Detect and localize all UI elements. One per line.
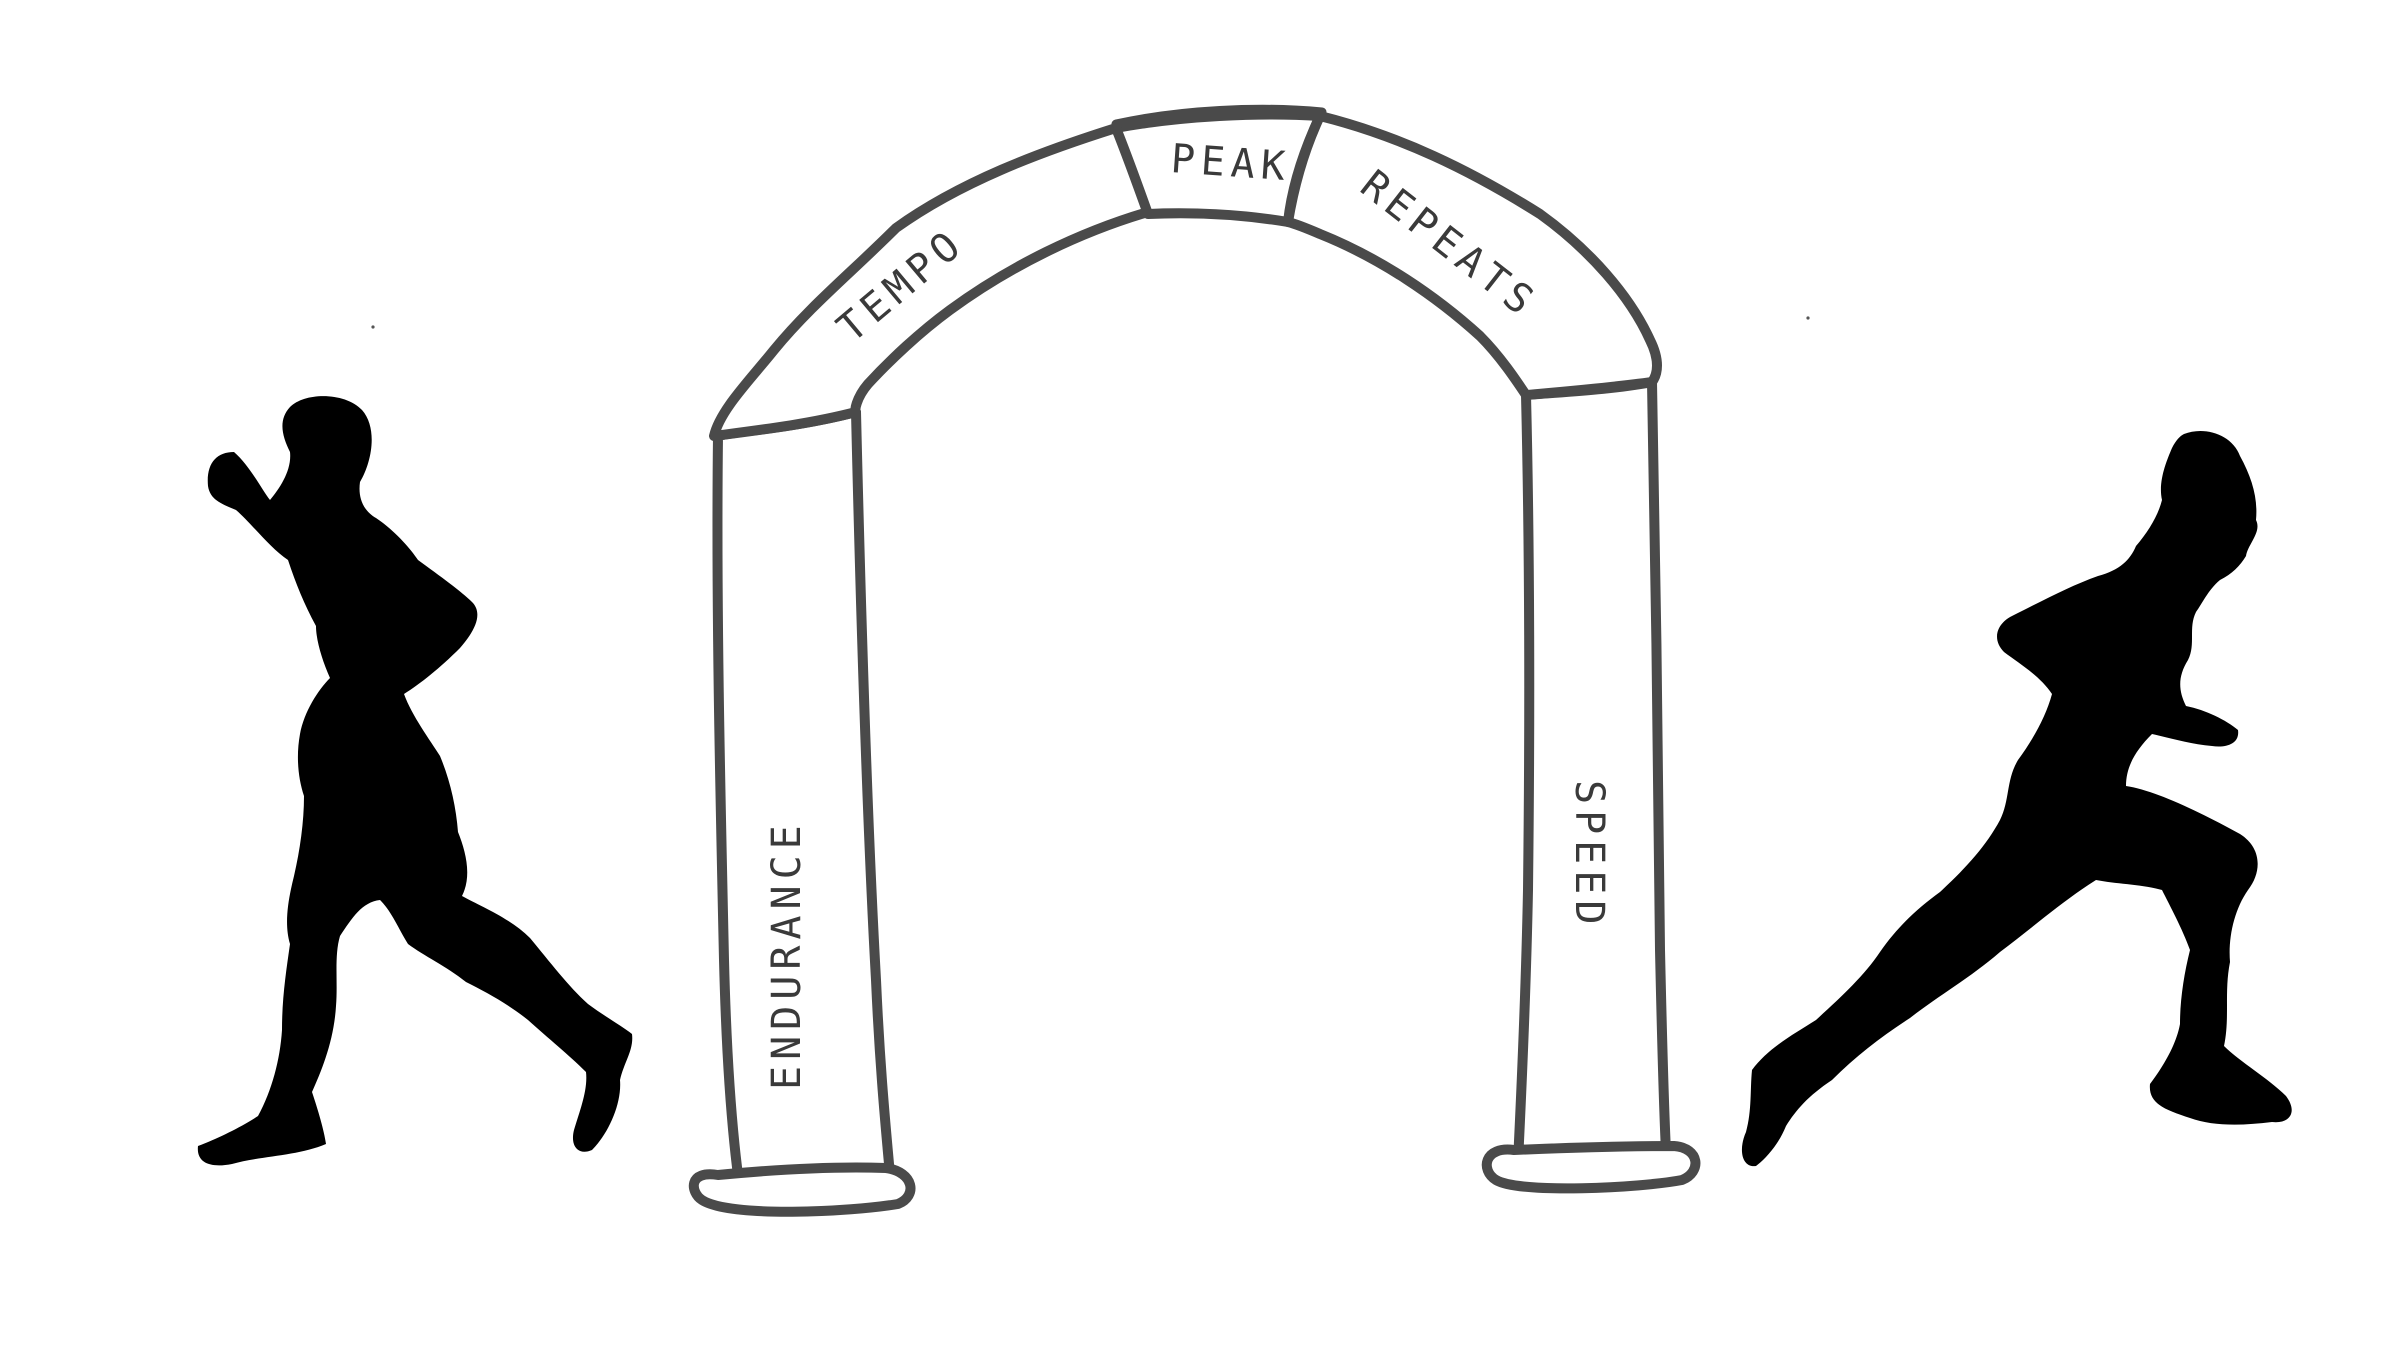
- finish-arch: ENDURANCE TEMPO PEAK REPEATS SPEED: [688, 104, 1701, 1217]
- endurance-label: ENDURANCE: [764, 819, 810, 1090]
- speed-label: SPEED: [1566, 780, 1612, 930]
- peak-label: PEAK: [1169, 136, 1292, 190]
- right-leg-panel: [1513, 377, 1671, 1167]
- arch-ridge: [1111, 104, 1327, 129]
- left-leg-foot: [688, 1162, 916, 1217]
- stray-dot-right: [1806, 316, 1810, 320]
- right-leg-foot: [1481, 1141, 1701, 1194]
- stray-dot-left: [371, 325, 375, 329]
- repeats-segment: [1283, 111, 1662, 400]
- right-runner-icon: [1741, 430, 2292, 1167]
- left-runner-icon: [197, 396, 633, 1166]
